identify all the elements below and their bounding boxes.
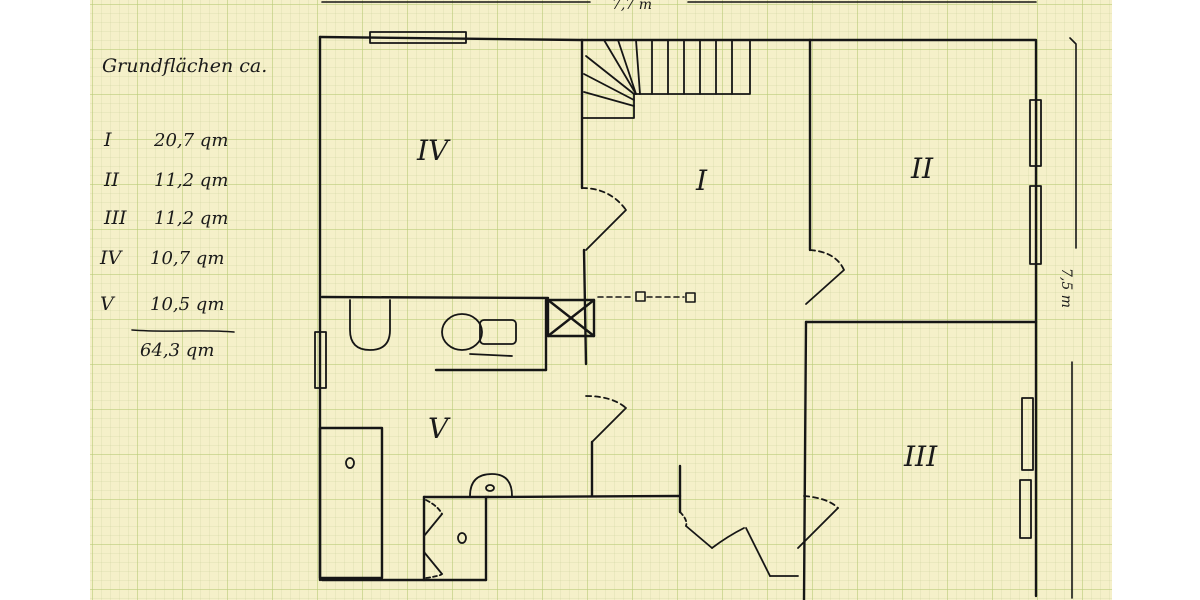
legend-heading: Grundflächen ca. [102, 55, 267, 77]
legend-sum-line [131, 329, 235, 333]
doors [423, 187, 845, 579]
legend-total: 64,3 qm [140, 340, 214, 361]
legend-value-3: 11,2 qm [154, 208, 228, 229]
washbasin-shape [479, 319, 517, 345]
dimension-right: 7,5 m [1058, 37, 1077, 599]
toilet-shape [441, 313, 483, 351]
room-label-v: V [428, 412, 451, 445]
legend-label-1: I [103, 129, 112, 151]
windows [314, 31, 1042, 539]
sink-drain [485, 484, 495, 492]
wc-marker [457, 532, 467, 544]
room-label-i: I [695, 164, 708, 197]
dimension-top: 7,7 m [321, 0, 1037, 13]
sink-shape [469, 473, 513, 497]
dimension-right-label: 7,5 m [1058, 268, 1074, 308]
bathtub-shape [349, 299, 391, 351]
dimension-top-label: 7,7 m [612, 0, 652, 13]
passage-markers [597, 291, 696, 303]
graph-paper [90, 0, 1112, 600]
room-label-iv: IV [416, 134, 451, 167]
room-labels: IV I II III V [416, 134, 938, 473]
room-label-iii: III [903, 440, 938, 473]
legend-label-5: V [100, 293, 116, 315]
legend-label-4: IV [99, 247, 124, 269]
legend-value-1: 20,7 qm [153, 130, 228, 151]
fixtures [345, 299, 517, 544]
legend-value-4: 10,7 qm [150, 248, 224, 269]
room-label-ii: II [910, 152, 934, 185]
legend-value-5: 10,5 qm [150, 294, 224, 315]
legend-label-2: II [103, 169, 120, 191]
staircase [581, 39, 751, 119]
walls [318, 35, 1038, 600]
storage-marker [345, 457, 355, 469]
legend-value-2: 11,2 qm [154, 170, 228, 191]
legend-label-3: III [103, 207, 127, 229]
area-legend: Grundflächen ca. I 20,7 qm II 11,2 qm II… [99, 55, 267, 361]
